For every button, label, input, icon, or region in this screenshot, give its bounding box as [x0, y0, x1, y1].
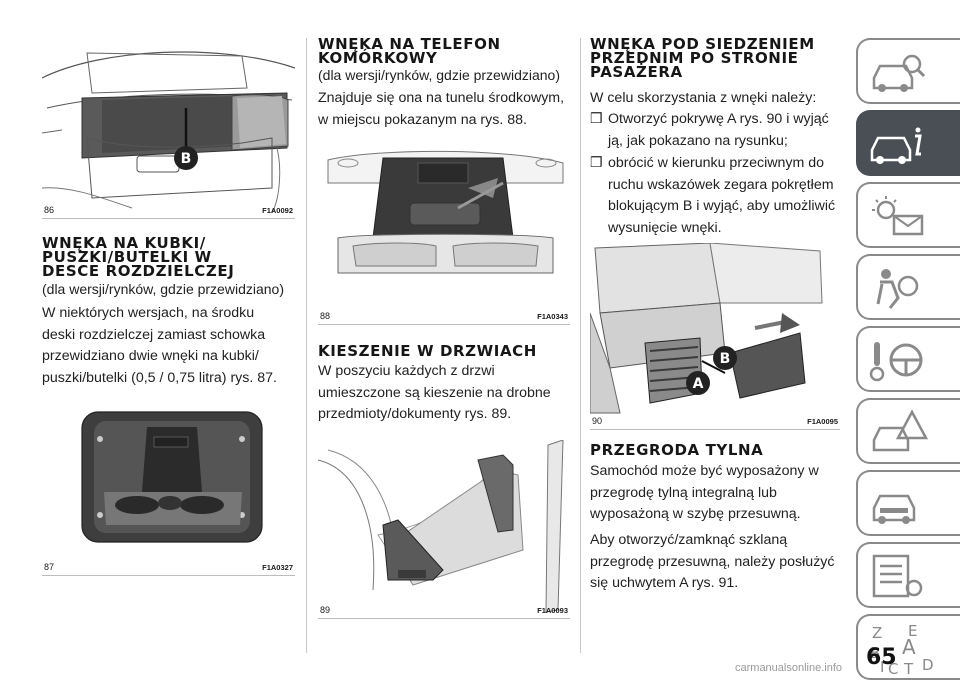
column-divider	[306, 38, 307, 653]
callout-b: B	[720, 351, 731, 367]
index-letter: I	[880, 658, 884, 676]
tab-emergency[interactable]	[856, 398, 960, 464]
warning-light-message-icon	[872, 196, 924, 236]
car-info-icon	[870, 127, 922, 164]
alphabetical-index-icon: Z E B A I C T D	[870, 624, 934, 678]
bullet-marker: ❒	[590, 155, 603, 171]
index-letter: B	[870, 644, 880, 662]
technical-data-list-icon	[872, 554, 923, 598]
door-pocket-illustration	[318, 440, 564, 613]
key-steering-wheel-icon	[869, 342, 923, 382]
callout-a: A	[693, 376, 704, 392]
index-letter: E	[908, 624, 917, 640]
callout-b: B	[181, 151, 192, 167]
tab-vehicle-knowledge[interactable]	[856, 110, 960, 176]
figure-number: 87	[44, 562, 55, 572]
index-letter: T	[903, 660, 914, 678]
figure-number: 90	[592, 416, 603, 426]
figure-caption: 90 F1A0095	[590, 414, 840, 426]
index-letter: C	[888, 660, 898, 678]
tab-technical-data[interactable]	[856, 542, 960, 608]
section-subtitle: (dla wersji/rynków, gdzie przewidziano)	[42, 281, 284, 297]
section-intro: W celu skorzystania z wnęki należy:	[590, 90, 817, 106]
tab-starting-driving[interactable]	[856, 326, 960, 392]
figure-caption: 89 F1A0093	[318, 603, 570, 615]
column-divider	[580, 38, 581, 653]
index-letter: A	[902, 635, 916, 659]
section-subtitle: (dla wersji/rynków, gdzie przewidziano)	[318, 67, 560, 83]
figure-number: 88	[320, 311, 331, 321]
tab-warning-lights[interactable]	[856, 182, 960, 248]
airbag-safety-icon	[876, 269, 919, 309]
figure-89: 89 F1A0093	[318, 440, 570, 619]
tunnel-phone-holder-illustration	[327, 150, 564, 274]
figure-code: F1A0095	[807, 417, 838, 426]
index-letter: D	[922, 656, 934, 674]
tab-maintenance[interactable]	[856, 470, 960, 536]
section-heading-door-pockets: KIESZENIE W DRZWIACH	[318, 342, 537, 360]
figure-90: B A 90 F1A0095	[590, 243, 840, 430]
figure-86: B 86 F1A0092	[42, 38, 295, 219]
figure-caption: 87 F1A0327	[42, 560, 295, 572]
figure-code: F1A0327	[262, 563, 293, 572]
section-heading-rear-partition: PRZEGRODA TYLNA	[590, 441, 764, 459]
figure-code: F1A0092	[262, 206, 293, 215]
figure-caption: 88 F1A0343	[318, 309, 570, 321]
figure-caption: 86 F1A0092	[42, 203, 295, 215]
figure-88: 88 F1A0343	[318, 138, 570, 325]
cup-holder-illustration	[81, 411, 263, 543]
car-maintenance-icon	[872, 494, 916, 524]
breakdown-warning-triangle-icon	[872, 409, 928, 452]
figure-87: 87 F1A0327	[42, 397, 295, 576]
section-body: Znajduje się ona na tunelu środkowym,w m…	[318, 90, 565, 128]
watermark-footer: carmanualsonline.info	[735, 662, 843, 674]
tab-index[interactable]: Z E B A I C T D	[856, 614, 960, 680]
index-letter: Z	[872, 624, 882, 642]
figure-number: 86	[44, 205, 55, 215]
tab-vehicle-overview[interactable]	[856, 38, 960, 104]
dashboard-storage-illustration: B	[42, 51, 295, 214]
car-search-icon	[872, 54, 926, 92]
figure-number: 89	[320, 605, 331, 615]
under-seat-compartment-illustration: B A	[590, 243, 823, 414]
figure-code: F1A0343	[537, 312, 568, 321]
tab-safety[interactable]	[856, 254, 960, 320]
bullet-marker: ❒	[590, 111, 603, 127]
figure-code: F1A0093	[537, 606, 568, 615]
page-number: 65	[866, 645, 897, 670]
